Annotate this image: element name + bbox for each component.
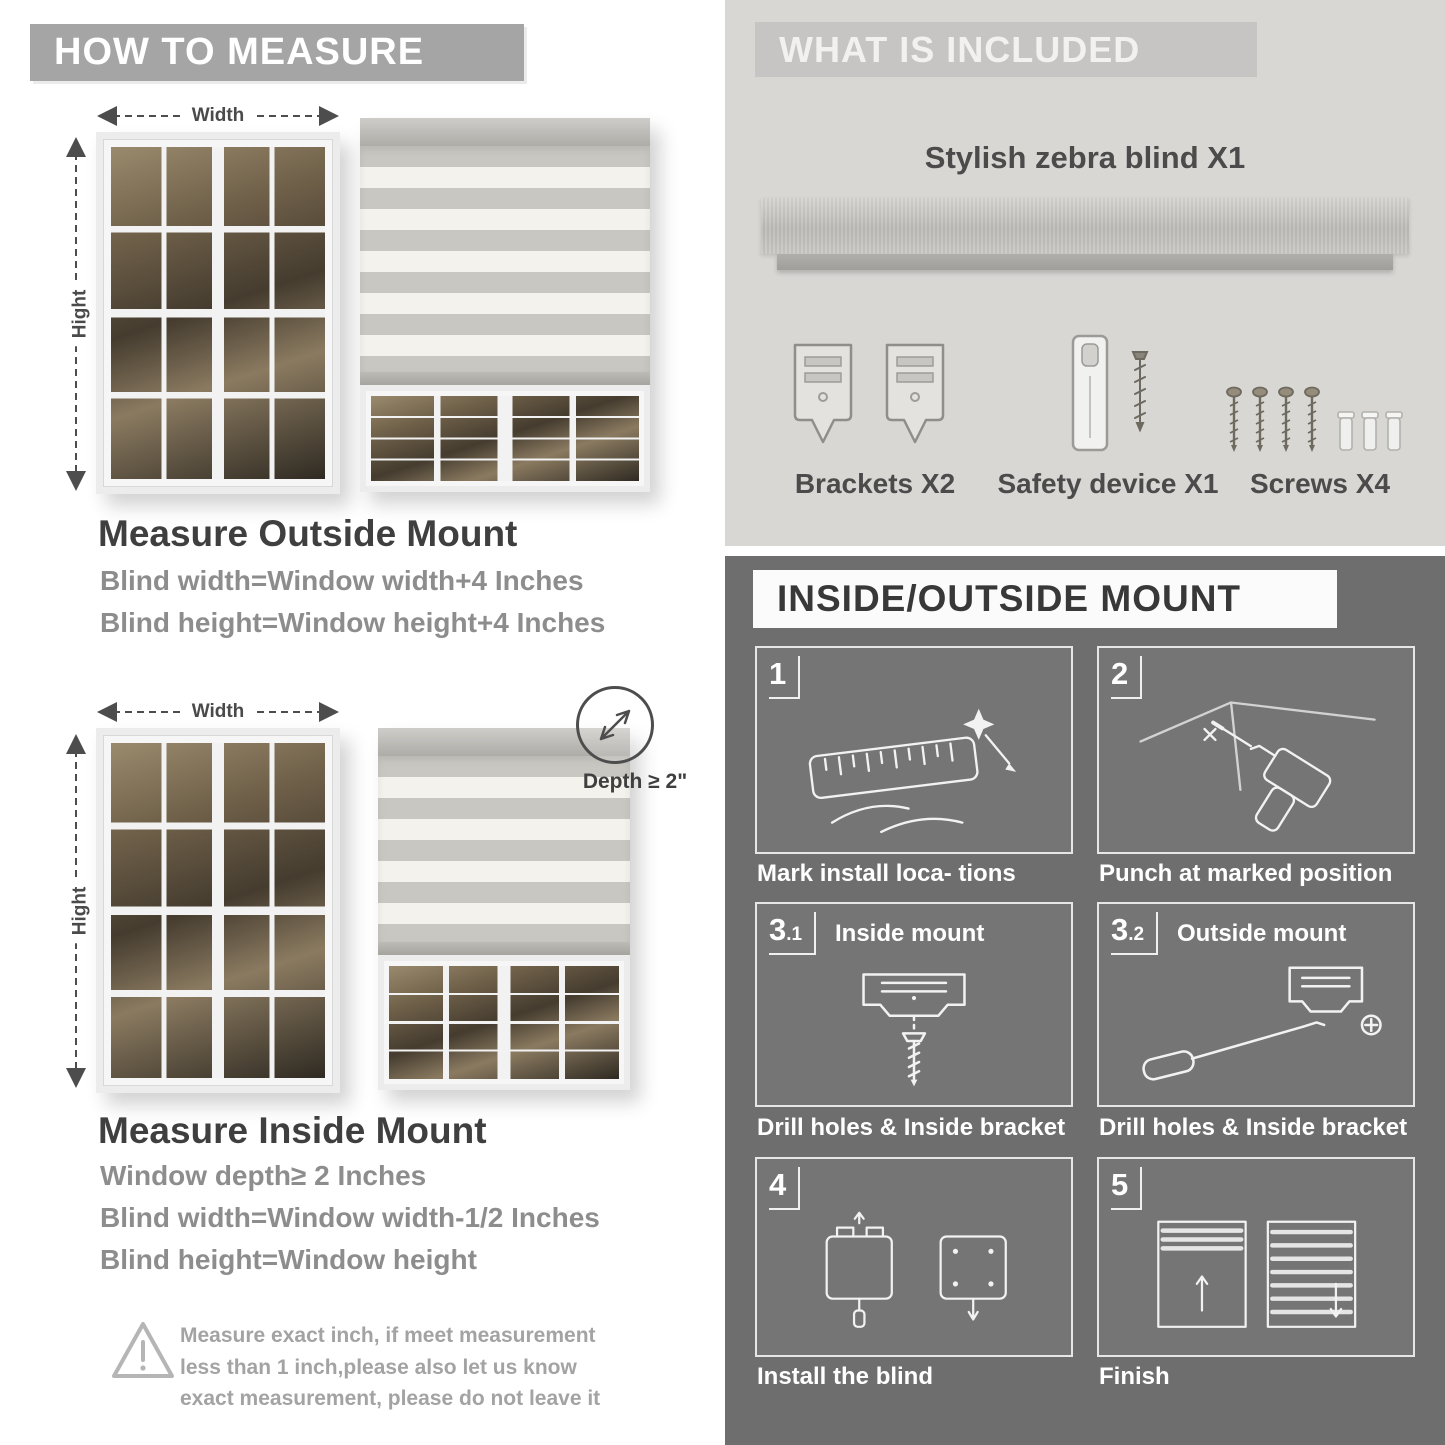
brackets-label: Brackets X2	[794, 468, 956, 499]
step-caption-2: Punch at marked position	[1099, 860, 1393, 887]
depth-label: Depth ≥ 2"	[582, 770, 688, 793]
drill-position-illustration	[1107, 690, 1405, 846]
step-number: 3.2	[1111, 912, 1159, 955]
safety-device-label: Safety device X1	[997, 468, 1219, 499]
step-number: 3.1	[769, 912, 817, 955]
zebra-blind-headrail-image	[761, 198, 1409, 254]
inside-mount-line-3: Blind height=Window height	[100, 1244, 477, 1275]
inside-window-photo	[96, 728, 340, 1093]
step-panel-3-1: 3.1 Inside mount	[755, 902, 1073, 1107]
step-caption-5: Finish	[1099, 1363, 1170, 1390]
outside-mount-line-1: Blind width=Window width+4 Inches	[100, 565, 584, 596]
install-blind-illustration	[765, 1201, 1063, 1349]
blind-headrail	[360, 118, 650, 146]
outside-height-label: Hight	[69, 281, 92, 347]
step-caption-1: Mark install loca- tions	[757, 860, 1016, 887]
outside-blind-illustration	[360, 118, 650, 492]
step-panel-3-2: 3.2 Outside mount	[1097, 902, 1415, 1107]
safety-device-icon	[1055, 330, 1165, 462]
step-number: 1	[769, 656, 801, 699]
inside-height-arrow: Hight	[62, 733, 92, 1089]
step-number: 2	[1111, 656, 1143, 699]
inside-mount-title: Measure Inside Mount	[98, 1110, 487, 1151]
step-caption-4: Install the blind	[757, 1363, 934, 1390]
outside-window-photo	[96, 132, 340, 494]
window-under-blind	[360, 385, 650, 492]
brackets-icon	[787, 335, 963, 459]
inside-width-label: Width	[183, 701, 253, 723]
outside-width-label: Width	[183, 105, 253, 127]
inside-height-label: Hight	[69, 878, 92, 944]
blind-bottomrail	[378, 942, 630, 955]
step-panel-1: 1	[755, 646, 1073, 854]
mount-instructions-section: INSIDE/OUTSIDE MOUNT 1	[725, 556, 1445, 1445]
blind-stripes	[378, 756, 630, 942]
finished-blinds-illustration	[1107, 1201, 1405, 1349]
mount-title: INSIDE/OUTSIDE MOUNT	[777, 578, 1242, 619]
window-panes	[371, 396, 639, 481]
blind-bottomrail	[360, 372, 650, 385]
outside-bracket-illustration	[1107, 956, 1405, 1099]
blind-stripes	[360, 146, 650, 372]
window-panes	[389, 966, 619, 1079]
inside-mount-line-2: Blind width=Window width-1/2 Inches	[100, 1202, 600, 1233]
step-caption-3-1: Drill holes & Inside bracket	[757, 1114, 1066, 1141]
mount-banner: INSIDE/OUTSIDE MOUNT	[753, 570, 1337, 628]
step-number: 5	[1111, 1167, 1143, 1210]
how-to-measure-title: HOW TO MEASURE	[54, 31, 425, 73]
inside-width-arrow: Width	[96, 699, 340, 725]
circle-corner-depth-icon	[576, 686, 654, 764]
horizontal-double-arrow-icon	[97, 106, 339, 126]
horizontal-double-arrow-icon	[97, 702, 339, 722]
zebra-blind-headrail-lip	[777, 254, 1393, 270]
inside-bracket-illustration	[765, 956, 1063, 1099]
step-caption-3-2: Drill holes & Inside bracket	[1099, 1114, 1408, 1141]
triangle-exclamation-icon	[108, 1318, 178, 1384]
what-is-included-section: WHAT IS INCLUDED Stylish zebra blind X1	[725, 0, 1445, 546]
step-number: 4	[769, 1167, 801, 1210]
inside-mount-label: Inside mount	[835, 920, 985, 947]
screws-label: Screws X4	[1249, 468, 1391, 499]
depth-arrow-icon	[599, 709, 631, 741]
outside-mount-title: Measure Outside Mount	[98, 513, 518, 554]
how-to-measure-banner: HOW TO MEASURE	[30, 24, 524, 81]
outside-mount-line-2: Blind height=Window height+4 Inches	[100, 607, 606, 638]
window-panes	[111, 147, 325, 479]
window-panes	[111, 743, 325, 1078]
inside-mount-line-1: Window depth≥ 2 Inches	[100, 1160, 427, 1191]
measure-warning-text: Measure exact inch, if meet measurement …	[180, 1324, 601, 1410]
outside-width-arrow: Width	[96, 103, 340, 129]
mark-location-illustration	[765, 690, 1063, 846]
what-is-included-banner: WHAT IS INCLUDED	[755, 22, 1257, 77]
step-panel-2: 2	[1097, 646, 1415, 854]
screws-icon	[1220, 378, 1410, 462]
window-under-blind	[378, 955, 630, 1090]
step-panel-5: 5	[1097, 1157, 1415, 1357]
step-panel-4: 4	[755, 1157, 1073, 1357]
outside-mount-label: Outside mount	[1177, 920, 1347, 947]
product-name: Stylish zebra blind X1	[924, 140, 1246, 175]
outside-height-arrow: Hight	[62, 136, 92, 492]
what-is-included-title: WHAT IS INCLUDED	[779, 28, 1141, 70]
